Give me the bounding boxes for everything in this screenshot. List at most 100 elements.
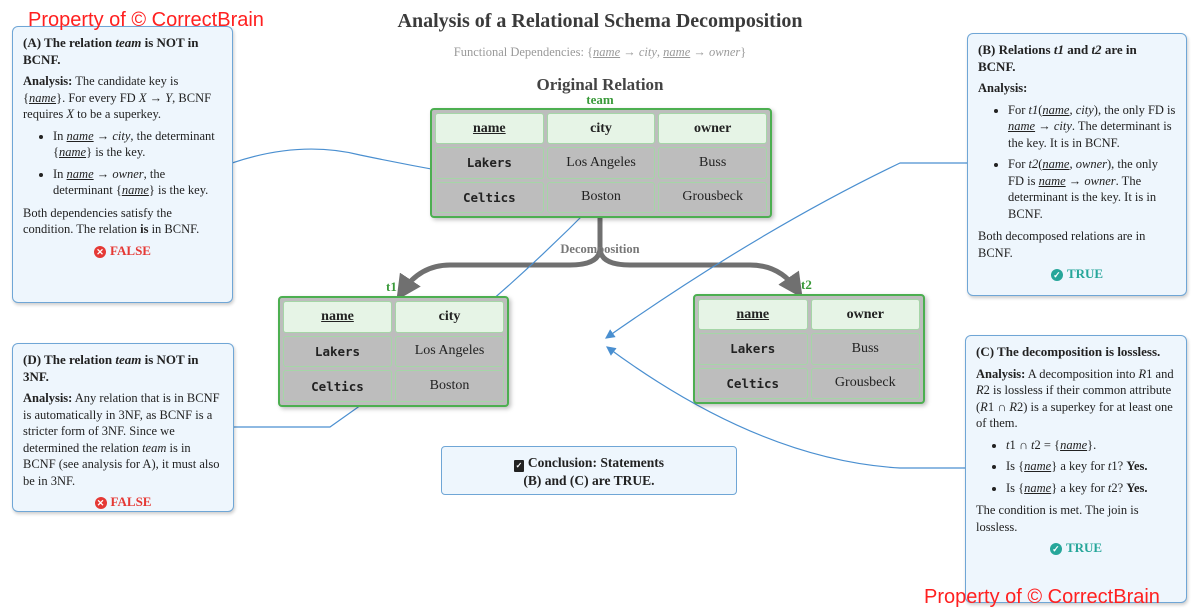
column-header-owner: owner <box>810 299 920 331</box>
table-cell: Grousbeck <box>810 367 920 399</box>
text-segment: → <box>1035 119 1054 133</box>
text-segment: is NOT in 3NF. <box>23 352 199 384</box>
text-segment: team <box>115 35 142 50</box>
text-segment: Functional Dependencies: { <box>453 45 594 59</box>
text-segment: Yes. <box>1126 480 1148 495</box>
text-segment: (C) The decomposition is lossless. <box>976 344 1161 359</box>
text-segment: name <box>1042 157 1070 171</box>
text-segment: 2 = { <box>1034 437 1061 452</box>
list-item: In name → owner, the determinant {name} … <box>53 166 222 199</box>
text-segment: Analysis: <box>976 366 1026 381</box>
text-segment: } is the key. <box>86 145 146 159</box>
text-segment: , the determinant { <box>53 128 215 160</box>
clipboard-check-icon: ✓ <box>513 460 524 472</box>
relation-label-t2: t2 <box>801 277 812 292</box>
column-header-name: name <box>435 113 544 145</box>
analysis-conclusion: The condition is met. The join is lossle… <box>976 502 1176 535</box>
text-segment: city <box>1075 102 1094 117</box>
conclusion-box: ✓Conclusion: Statements (B) and (C) are … <box>441 446 737 495</box>
conclusion-line-2: (B) and (C) are TRUE. <box>523 473 655 488</box>
relation-label-t1: t1 <box>386 279 397 294</box>
connector-b <box>605 162 967 339</box>
text-segment: t <box>1107 480 1112 495</box>
text-segment: Y <box>165 90 173 105</box>
text-segment: → <box>93 166 113 181</box>
analysis-text: Analysis: <box>978 80 1176 97</box>
text-segment: Analysis: <box>23 391 73 405</box>
analysis-conclusion: Both dependencies satisfy the condition.… <box>23 205 222 238</box>
text-segment: owner <box>709 45 741 59</box>
text-segment: X <box>138 90 147 105</box>
text-segment: 1? <box>1111 459 1127 473</box>
text-segment: Yes. <box>1126 459 1148 473</box>
text-segment: } a key for <box>1051 459 1108 473</box>
text-segment: t <box>1031 437 1035 452</box>
verdict-badge: ✓TRUE <box>978 266 1176 283</box>
text-segment: (A) The relation <box>23 35 116 50</box>
text-segment: R <box>1009 399 1017 414</box>
text-segment: → <box>146 90 166 105</box>
list-item: For t1(name, city), the only FD is name … <box>1008 102 1176 152</box>
table-cell: Lakers <box>698 333 808 365</box>
text-segment: name <box>1060 437 1088 452</box>
functional-dependencies: Functional Dependencies: {name → city, n… <box>0 45 1200 60</box>
text-segment: } <box>740 45 747 59</box>
text-segment: 1 ∩ <box>987 399 1010 414</box>
text-segment: (D) The relation <box>23 352 116 367</box>
text-segment: 2) is a superkey for at least one of the… <box>976 399 1173 431</box>
text-segment: In <box>53 166 67 181</box>
verdict-label: FALSE <box>110 494 152 509</box>
text-segment: team <box>115 352 142 367</box>
text-segment: name <box>1042 102 1070 117</box>
text-segment: in BCNF. <box>148 222 200 236</box>
text-segment: Is { <box>1006 480 1025 495</box>
text-segment: , <box>1069 157 1076 171</box>
text-segment: t2 <box>1028 157 1039 171</box>
text-segment: Analysis: <box>978 81 1028 95</box>
text-segment: ), the only FD is <box>1008 157 1159 188</box>
text-segment: , the determinant { <box>53 166 166 198</box>
statement-box-c: (C) The decomposition is lossless. Analys… <box>965 335 1187 603</box>
text-segment: t1 <box>1028 102 1039 117</box>
text-segment: name <box>66 128 94 143</box>
text-segment: Analysis: <box>23 74 73 88</box>
text-segment: name <box>1008 119 1036 133</box>
text-segment: is NOT in BCNF. <box>23 35 199 67</box>
text-segment: name <box>121 183 149 197</box>
decomposition-arrow-t2 <box>597 247 803 299</box>
text-segment: name <box>593 45 621 59</box>
table-cell: Celtics <box>698 367 808 399</box>
table-cell: Celtics <box>283 370 392 402</box>
text-segment: The candidate key is { <box>23 74 179 105</box>
statement-heading: (A) The relation team is NOT in BCNF. <box>23 35 222 68</box>
analysis-conclusion: Both decomposed relations are in BCNF. <box>978 228 1176 261</box>
text-segment: } a key for <box>1051 480 1108 495</box>
column-header-city: city <box>395 301 504 333</box>
verdict-label: TRUE <box>1065 540 1103 555</box>
text-segment: Any relation that is in BCNF is automati… <box>23 391 220 455</box>
statement-heading: (B) Relations t1 and t2 are in BCNF. <box>978 42 1176 75</box>
text-segment: → <box>1065 173 1085 188</box>
text-segment: t1 <box>1053 42 1064 57</box>
table-cell: Celtics <box>435 181 544 213</box>
text-segment: and <box>1063 42 1092 57</box>
table-cell: Boston <box>546 181 656 213</box>
text-segment: name <box>1024 480 1052 495</box>
text-segment: } is the key. <box>148 183 209 197</box>
analysis-list: t1 ∩ t2 = {name}.Is {name} a key for t1?… <box>1006 437 1176 497</box>
x-circle-icon: ✕ <box>94 497 107 509</box>
text-segment: t <box>1107 459 1112 473</box>
list-item: In name → city, the determinant {name} i… <box>53 128 222 161</box>
table-cell: Boston <box>395 370 504 402</box>
text-segment: , BCNF requires <box>23 90 212 122</box>
verdict-badge: ✓TRUE <box>976 540 1176 557</box>
list-item: t1 ∩ t2 = {name}. <box>1006 437 1176 454</box>
text-segment: are in BCNF. <box>978 42 1137 74</box>
text-segment: R <box>976 383 984 397</box>
text-segment: name <box>1038 173 1066 188</box>
text-segment: For <box>1008 102 1029 117</box>
text-segment: }. <box>1087 437 1097 452</box>
original-relation-heading: Original Relation <box>536 75 664 94</box>
